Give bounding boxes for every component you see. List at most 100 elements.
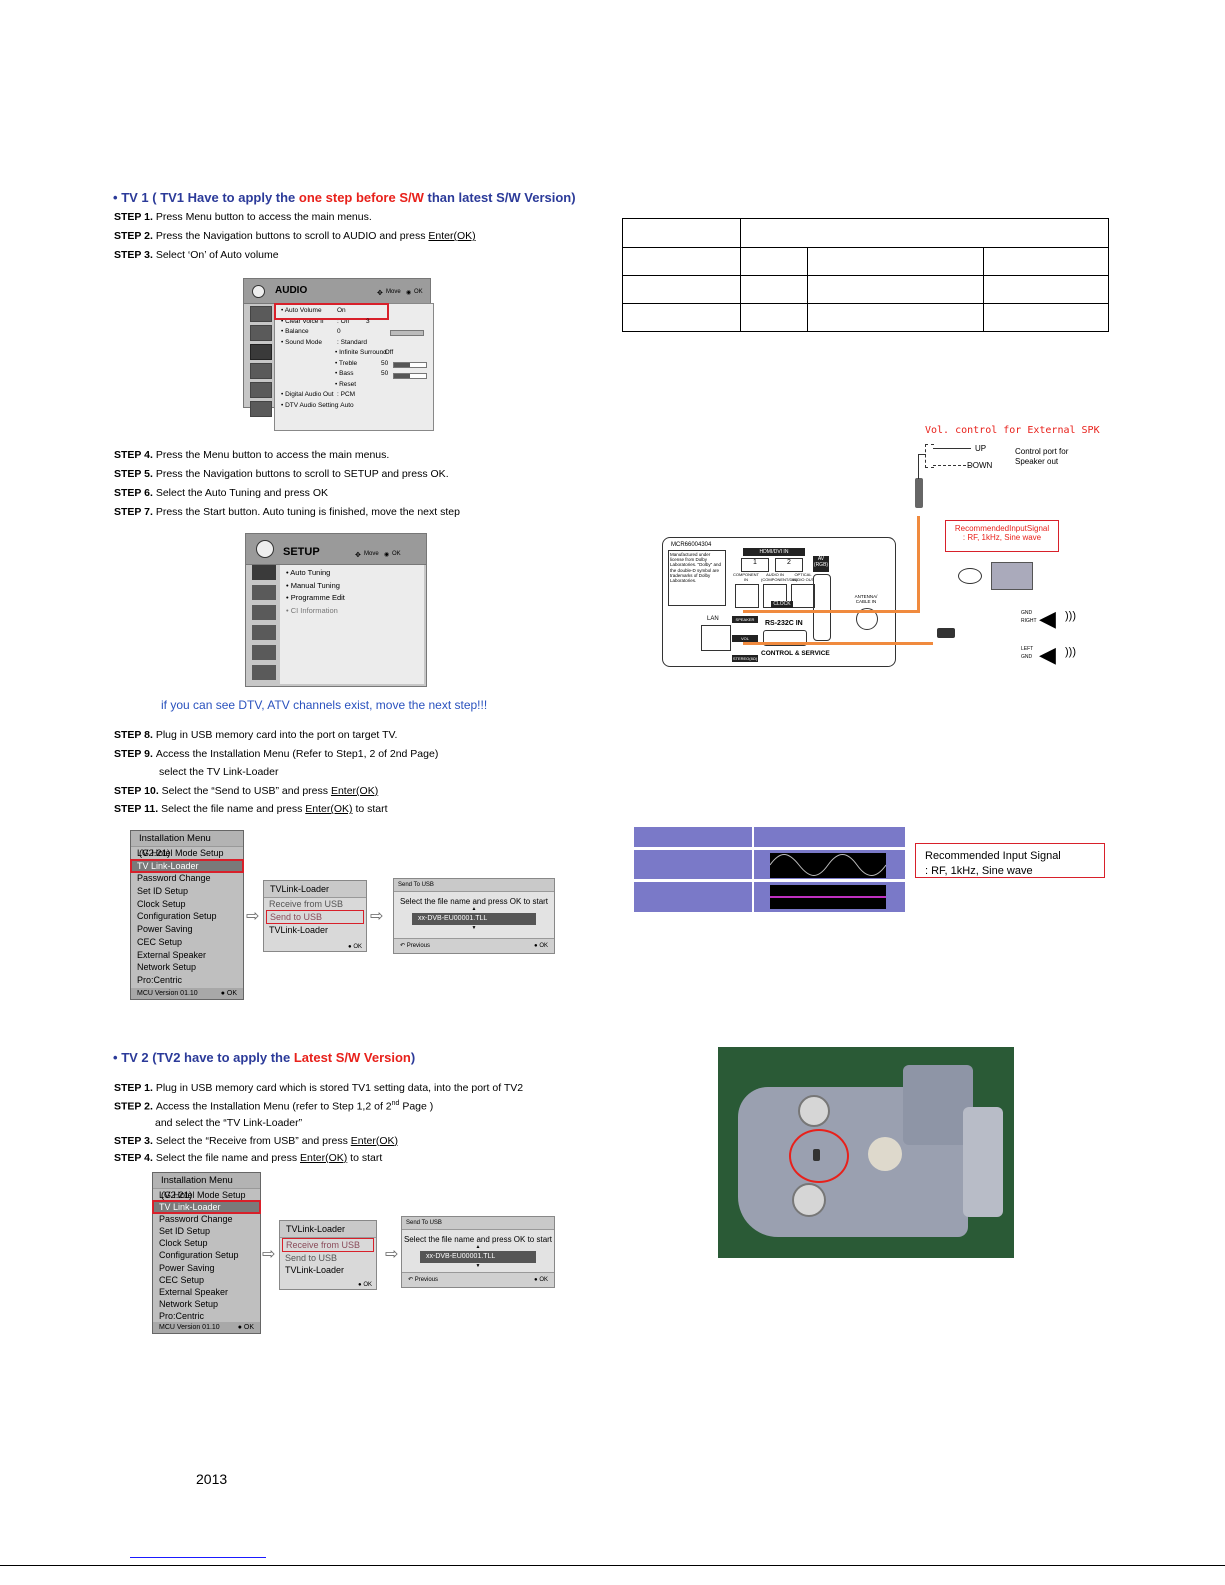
lan-port[interactable]	[701, 625, 731, 651]
step-label: STEP 7.	[114, 506, 156, 518]
sidebar-picture-icon[interactable]	[252, 585, 276, 600]
installation-menu-item[interactable]: Password Change	[137, 873, 211, 884]
enter-ok-link: Enter(OK)	[300, 1152, 348, 1164]
setup-menu-item[interactable]: • Auto Tuning	[286, 568, 331, 577]
sine-wave-display	[770, 853, 886, 878]
link-loader-item[interactable]: Send to USB	[266, 910, 364, 924]
installation-menu-item[interactable]: Password Change	[159, 1214, 233, 1225]
vol-control-label: VOL CONTROL	[732, 635, 758, 648]
audio-item-name: • Sound Mode	[281, 338, 322, 346]
ok-button[interactable]: ● OK	[534, 943, 548, 949]
sidebar-time-icon[interactable]	[250, 363, 272, 379]
ok-icon: ◉	[406, 290, 412, 296]
setup-menu-item[interactable]: • CI Information	[286, 605, 338, 615]
setup-menu-item[interactable]: • Programme Edit	[286, 593, 345, 602]
setup-menu-item[interactable]: • Manual Tuning	[286, 580, 340, 590]
file-name-field[interactable]: xx-DVB-EU00001.TLL	[412, 913, 536, 925]
link-loader-item[interactable]: Receive from USB	[269, 899, 344, 909]
installation-menu-item[interactable]: Power Saving	[137, 924, 193, 935]
tv2-header-prefix: TV 2 (TV2 have to apply the	[121, 1050, 294, 1065]
link-loader-item[interactable]: TVLink-Loader	[269, 925, 329, 935]
installation-menu-item[interactable]: Configuration Setup	[137, 911, 217, 922]
installation-menu-item[interactable]: Network Setup	[159, 1298, 219, 1309]
step-label: STEP 8.	[114, 729, 156, 741]
sidebar-audio-icon[interactable]	[250, 344, 272, 360]
sidebar-option-icon[interactable]	[252, 645, 276, 660]
installation-menu-item[interactable]: LG Hotel Mode Setup	[159, 1190, 246, 1200]
hint-move: Move	[364, 551, 379, 557]
clear-voice-level: 3	[366, 318, 370, 325]
audio-menu-item[interactable]: • Sound Mode : Standard	[281, 339, 367, 346]
step-sup: nd	[391, 1099, 400, 1107]
previous-button[interactable]: ↶ Previous	[408, 1277, 439, 1283]
down-line	[933, 465, 971, 466]
sidebar-list-icon[interactable]	[250, 401, 272, 417]
installation-menu-item[interactable]: Set ID Setup	[137, 886, 189, 897]
audio-menu-item[interactable]: • Reset	[335, 381, 381, 388]
installation-menu-item[interactable]: External Speaker	[159, 1286, 229, 1297]
setup-menu-title: SETUP	[283, 546, 320, 558]
link-loader-item[interactable]: Send to USB	[285, 1253, 338, 1263]
component-port[interactable]	[735, 584, 759, 608]
channels-notice: if you can see DTV, ATV channels exist, …	[161, 698, 488, 712]
installation-menu-item[interactable]: Clock Setup	[159, 1238, 208, 1249]
installation-menu-item[interactable]: LG Hotel Mode Setup	[137, 848, 224, 858]
installation-menu-item[interactable]: Clock Setup	[137, 898, 186, 909]
hdmi-port-2[interactable]: 2	[775, 558, 803, 572]
hdmi-port-1[interactable]: 1	[741, 558, 769, 572]
bullet: •	[113, 190, 118, 205]
previous-button[interactable]: ↶ Previous	[400, 943, 431, 949]
rs232-port[interactable]	[763, 630, 807, 646]
connector-top	[903, 1065, 973, 1145]
installation-menu-item[interactable]: CEC Setup	[159, 1274, 205, 1285]
sidebar-picture-icon[interactable]	[250, 306, 272, 322]
installation-menu-item[interactable]: TV Link-Loader	[152, 1200, 261, 1215]
step-text: Press the Navigation buttons to scroll t…	[155, 468, 449, 480]
audio-menu-item[interactable]: • Clear Voice II: Off	[281, 318, 349, 325]
send-to-usb-prompt: Select the file name and press OK to sta…	[403, 1235, 553, 1244]
step-text: Plug in USB memory card into the port on…	[155, 729, 398, 741]
installation-menu-item[interactable]: External Speaker	[137, 949, 207, 960]
ok-button[interactable]: ● OK	[534, 1277, 548, 1283]
av-port[interactable]	[813, 574, 831, 641]
sidebar-audio-icon[interactable]	[252, 605, 276, 620]
footer-year: 2013	[196, 1471, 228, 1487]
audio-menu-item[interactable]: • Digital Audio Out: PCM	[281, 391, 355, 398]
step-line: STEP 10. Select the “Send to USB” and pr…	[114, 785, 378, 797]
audio-menu-item[interactable]: • Infinite Surround: Off	[335, 349, 393, 356]
control-jack	[915, 478, 923, 508]
enter-ok-link: Enter(OK)	[330, 784, 379, 797]
rear-panel-diagram: Vol. control for External SPK UP DOWN Co…	[655, 420, 1115, 680]
installation-menu-item[interactable]: Pro:Centric	[137, 974, 183, 985]
mcu-version: MCU Version 01.10	[137, 990, 198, 997]
optical-port[interactable]	[791, 584, 815, 608]
arrow-right-icon: ⇨	[246, 908, 260, 925]
installation-menu-item[interactable]: Network Setup	[137, 962, 197, 973]
installation-menu-item[interactable]: CEC Setup	[137, 936, 183, 947]
screw-bottom-icon	[792, 1183, 826, 1217]
sidebar-option-icon[interactable]	[250, 382, 272, 398]
installation-menu-item[interactable]: Pro:Centric	[159, 1310, 205, 1321]
sidebar-setup-icon[interactable]	[252, 565, 276, 580]
installation-menu-item[interactable]: Configuration Setup	[159, 1250, 239, 1261]
link-loader-item[interactable]: Receive from USB	[282, 1238, 374, 1252]
installation-menu-item[interactable]: Set ID Setup	[159, 1226, 211, 1237]
step-label: STEP 3.	[114, 249, 156, 261]
step-text: Press the Start button. Auto tuning is f…	[155, 506, 460, 518]
sidebar-time-icon[interactable]	[252, 625, 276, 640]
audio-item-value: : Standard	[337, 338, 367, 346]
link-loader-item[interactable]: TVLink-Loader	[285, 1265, 345, 1275]
installation-menu-item[interactable]: Power Saving	[159, 1262, 215, 1273]
file-name-field[interactable]: xx-DVB-EU00001.TLL	[420, 1251, 536, 1263]
antenna-port[interactable]	[856, 608, 878, 630]
sidebar-list-icon[interactable]	[252, 665, 276, 680]
installation-menu-item[interactable]: TV Link-Loader	[130, 858, 244, 874]
probe-icon	[958, 568, 982, 584]
audio-menu-item[interactable]: • DTV Audio Setting: Auto	[281, 402, 354, 409]
sidebar-screen-icon[interactable]	[250, 325, 272, 341]
footer-rule	[0, 1565, 1225, 1566]
